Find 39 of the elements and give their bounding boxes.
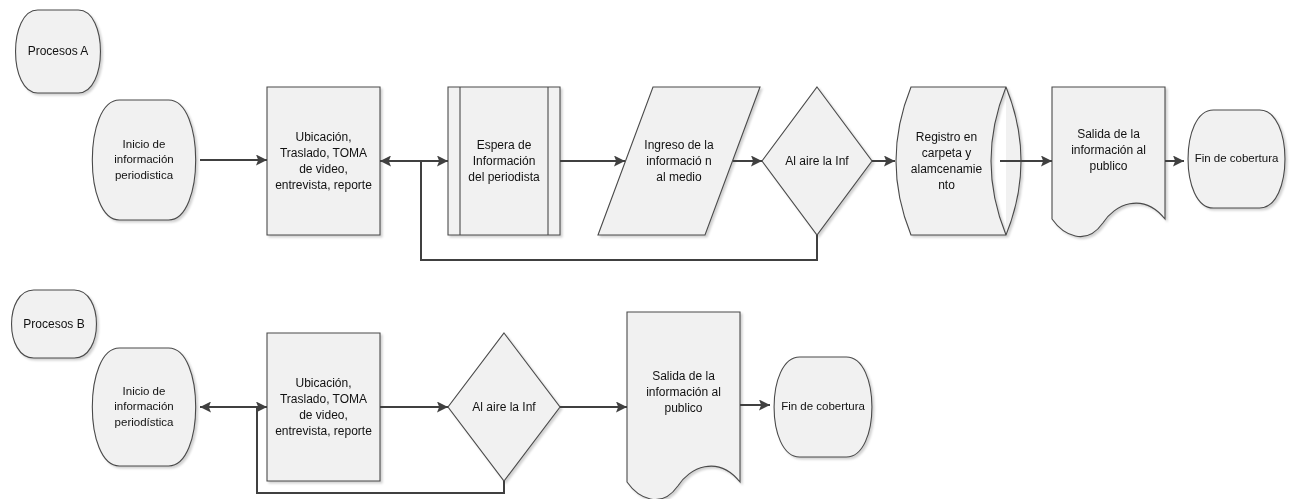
terminator-shape — [12, 10, 104, 93]
arrow — [999, 155, 1053, 167]
node-label: Inicio de información periodistica — [113, 136, 175, 183]
node-label: Espera de Información del periodista — [467, 136, 541, 186]
node-label: Salida de la información al publico — [645, 367, 722, 417]
arrow — [199, 154, 268, 166]
decision-diamond — [762, 87, 872, 235]
terminator-shape — [770, 357, 876, 457]
arrow — [739, 399, 771, 411]
node-label: Registro en carpeta y alamcenamie nto — [909, 128, 984, 194]
arrow — [199, 401, 505, 494]
arrow — [732, 155, 763, 167]
node-label: Fin de cobertura — [780, 399, 866, 415]
arrow — [559, 401, 628, 413]
terminator-shape — [1184, 110, 1289, 208]
node-label: Ubicación, Traslado, TOMA de video, entrevista, reporte — [274, 128, 373, 194]
arrow — [379, 155, 818, 261]
node-label: Fin de cobertura — [1193, 151, 1280, 167]
node-label: Al aire la Inf — [471, 398, 537, 416]
terminator-shape — [8, 290, 100, 358]
node-label: Procesos A — [26, 43, 90, 60]
node-label: Inicio de información periodística — [113, 383, 175, 430]
arrow — [559, 155, 626, 167]
node-label: Ubicación, Traslado, TOMA de video, entrevista, reporte — [274, 374, 373, 440]
decision-diamond — [448, 333, 560, 481]
document-shape — [1052, 87, 1165, 235]
node-label: Al aire la Inf — [784, 152, 850, 170]
arrow — [1164, 155, 1185, 167]
node-label: Procesos B — [22, 315, 86, 333]
node-label: Salida de la información al publico — [1070, 125, 1147, 175]
predefined-process-box — [448, 87, 560, 235]
arrow — [871, 155, 896, 167]
input-parallelogram — [598, 87, 760, 235]
node-label: Ingreso de la informació n al medio — [643, 136, 715, 186]
process-box — [267, 87, 380, 235]
arrow — [379, 401, 449, 413]
document-shape — [627, 312, 740, 498]
stored-data-shape — [895, 87, 1022, 235]
process-box — [267, 333, 380, 481]
